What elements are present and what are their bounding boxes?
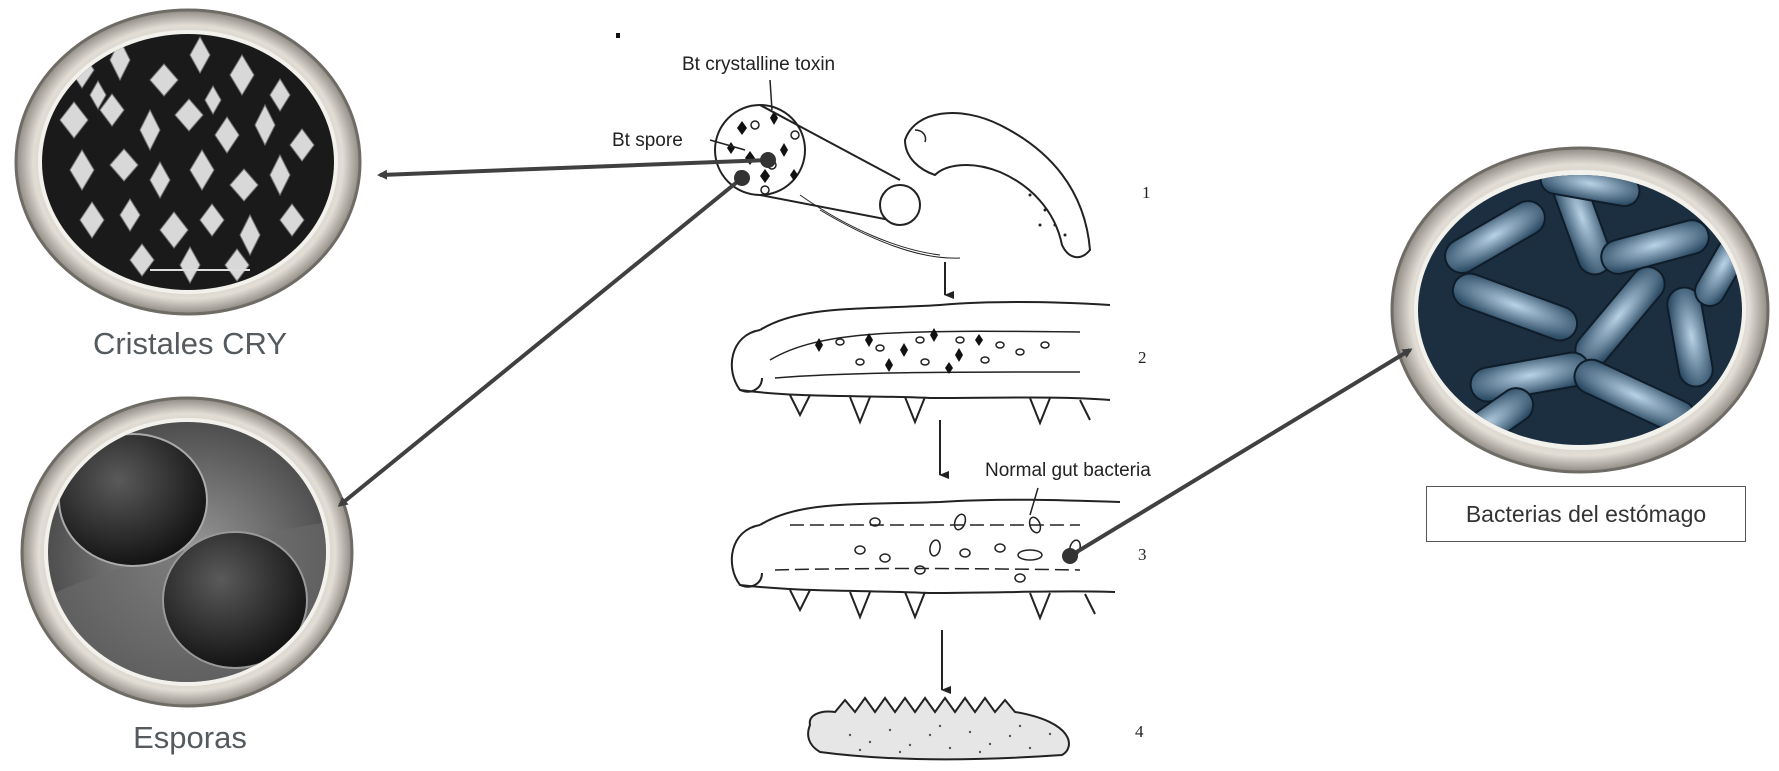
arrow-to-spores-dot [734, 170, 750, 186]
arrow-to-spores [340, 178, 742, 505]
stage-number-2: 2 [1138, 348, 1147, 368]
stage-2-illustration [732, 302, 1110, 423]
crystals-image [16, 10, 360, 314]
stage-number-3: 3 [1138, 545, 1147, 565]
spores-caption: Esporas [0, 720, 380, 756]
spores-image [22, 398, 352, 706]
arrow-to-bacteria [1070, 350, 1410, 556]
stage-4-illustration [808, 698, 1069, 759]
stage-number-4: 4 [1135, 722, 1144, 742]
gut-bacteria-label: Normal gut bacteria [985, 460, 1151, 482]
bacteria-image [1392, 148, 1768, 472]
stage-1-illustration [715, 105, 1090, 258]
bacteria-caption-box: Bacterias del estómago [1426, 486, 1746, 542]
toxin-label: Bt crystalline toxin [682, 54, 835, 76]
arrow-to-bacteria-dot [1062, 548, 1078, 564]
crystals-caption: Cristales CRY [0, 326, 380, 362]
spore-label: Bt spore [612, 130, 683, 152]
stage-3-illustration [732, 500, 1120, 618]
stray-dot [616, 33, 620, 38]
stage-number-1: 1 [1142, 183, 1151, 203]
arrow-to-crystals-dot [760, 152, 776, 168]
gut-pointer [1030, 488, 1038, 515]
arrow-to-crystals [380, 160, 768, 175]
bacteria-caption: Bacterias del estómago [1466, 501, 1706, 528]
